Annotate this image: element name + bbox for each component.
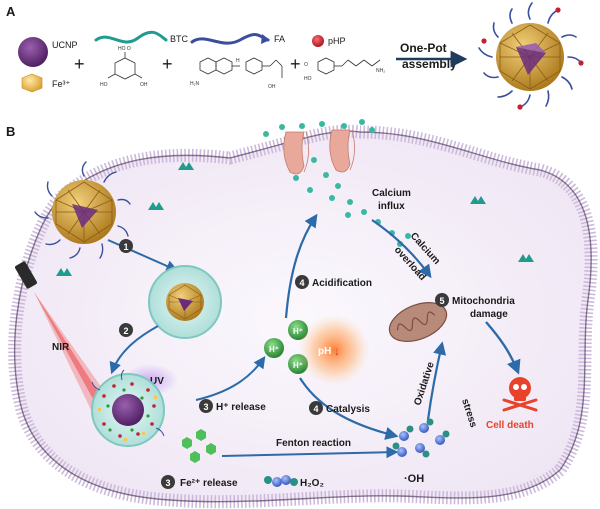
svg-text:NH₂: NH₂	[376, 68, 385, 74]
fe-cube-icon	[21, 73, 43, 93]
calcium-influx-label-1: Calcium	[372, 188, 411, 199]
h-release-label: H⁺ release	[216, 402, 266, 413]
h-ion-label-2: H⁺	[293, 327, 303, 336]
step-3-h-badge: 3	[199, 399, 213, 413]
h2o2-molecule-icon	[264, 475, 298, 487]
catalysis-label: Catalysis	[326, 404, 370, 415]
nanoparticle-entering-icon	[34, 161, 131, 259]
fe3-label: Fe³⁺	[52, 79, 71, 89]
svg-text:H₂N: H₂N	[190, 81, 200, 87]
svg-text:4: 4	[313, 404, 318, 414]
php-sphere-icon	[312, 35, 324, 47]
ph-glow	[298, 314, 370, 386]
h-ion-label-1: H⁺	[269, 345, 279, 354]
svg-text:H: H	[236, 58, 240, 64]
oxidative-stress-arrow	[426, 341, 447, 421]
skull-icon	[502, 377, 538, 412]
endosome-to-lysosome-arrow	[109, 325, 159, 375]
h2o2-label: H₂O₂	[300, 478, 324, 489]
ph-down-arrow-icon: ↓	[334, 344, 340, 358]
step-4-cat-badge: 4	[309, 401, 323, 415]
panel-a-label: A	[6, 4, 16, 19]
ucnp-label: UCNP	[52, 40, 78, 50]
panel-b-label: B	[6, 124, 15, 139]
svg-text:OH: OH	[268, 84, 276, 90]
fenton-label: Fenton reaction	[276, 438, 351, 449]
oh-label: ·OH	[404, 473, 424, 485]
php-label: pHP	[328, 36, 346, 46]
fa-molecule-icon: H₂N H OH	[190, 57, 283, 90]
svg-text:3: 3	[203, 402, 208, 412]
svg-text:OH: OH	[140, 82, 148, 88]
one-pot-label: One-Pot	[400, 41, 447, 55]
step-5-badge: 5	[435, 293, 449, 307]
cell-death-arrow	[485, 321, 521, 375]
calcium-influx-label-2: influx	[378, 201, 405, 212]
step-3-fe-badge: 3	[161, 475, 175, 489]
calcium-overload-arrow	[371, 219, 432, 279]
lysosome-icon	[91, 369, 165, 447]
svg-text:5: 5	[439, 296, 444, 306]
catalysis-arrow	[299, 377, 399, 440]
cell-death-label: Cell death	[486, 420, 534, 431]
svg-text:4: 4	[299, 278, 304, 288]
h-release-arrow	[195, 356, 266, 401]
php-molecule-icon: O HO NH₂	[304, 57, 385, 82]
uv-label: UV	[150, 376, 164, 387]
ph-label: pH	[318, 346, 331, 357]
svg-text:1: 1	[123, 242, 128, 252]
h-ion-label-3: H⁺	[293, 361, 303, 370]
oh-radicals-icon	[392, 418, 450, 458]
btc-molecule-icon: HO O HO OH	[100, 46, 148, 88]
assembly-label: assembly	[402, 57, 457, 71]
btc-label: BTC	[170, 34, 189, 44]
fa-strand-icon	[190, 33, 270, 45]
acidification-arrow	[284, 213, 318, 319]
svg-text:3: 3	[165, 478, 170, 488]
assembled-nanoparticle-icon	[478, 2, 584, 110]
step-4-acid-badge: 4	[295, 275, 309, 289]
svg-text:2: 2	[123, 326, 128, 336]
plus-sign-1: +	[74, 54, 85, 74]
ucnp-sphere-icon	[18, 37, 48, 67]
fa-receptor-icons	[56, 162, 534, 276]
mito-label-1: Mitochondria	[452, 296, 515, 307]
mito-label-2: damage	[470, 309, 508, 320]
fe2-ions	[182, 429, 216, 463]
svg-text:HO: HO	[304, 76, 312, 82]
plus-sign-2: +	[162, 54, 173, 74]
mitochondrion-icon	[388, 302, 448, 342]
ion-channel-icon	[283, 129, 355, 175]
calcium-ions	[263, 119, 411, 247]
btc-strand-icon	[94, 30, 168, 44]
svg-text:HO O: HO O	[118, 46, 131, 52]
step-1-badge: 1	[119, 239, 133, 253]
fenton-arrow	[221, 446, 399, 459]
svg-text:HO: HO	[100, 82, 108, 88]
svg-text:O: O	[304, 62, 308, 68]
step-2-badge: 2	[119, 323, 133, 337]
nir-label: NIR	[52, 342, 70, 353]
endosome-icon	[148, 265, 222, 339]
plus-sign-3: +	[290, 54, 301, 74]
acidification-label: Acidification	[312, 278, 372, 289]
fa-label: FA	[274, 34, 285, 44]
fe-release-label: Fe²⁺ release	[180, 478, 238, 489]
